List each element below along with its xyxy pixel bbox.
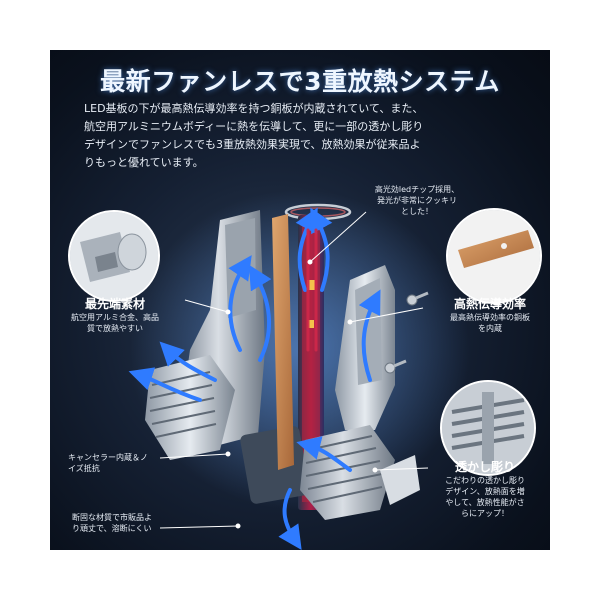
heat-flow-lines (306, 228, 318, 352)
copper-heat-plate (272, 214, 294, 470)
dark-panel: 最新ファンレスで3重放熱システム LED基板の下が最高熱伝導効率を持つ銅板が内蔵… (50, 50, 550, 550)
callout-heading: 高熱伝導効率 (453, 297, 526, 311)
illustration-layer (128, 190, 470, 550)
canceler-callout: キャンセラー内蔵＆ノ イズ抵抗 (68, 452, 168, 474)
callout-line: やして、放熱性能がさ (445, 498, 525, 507)
description-line: 航空用アルミニウムボディーに熱を伝導して、更に一部の透かし彫り (84, 120, 424, 133)
page-title: 最新ファンレスで3重放熱システム (100, 67, 500, 96)
callout-line: 発光が非常にクッキリ (377, 196, 457, 205)
callout-line: キャンセラー内蔵＆ノ (68, 453, 148, 462)
callout-line: り頑丈で、溶断にくい (72, 524, 152, 533)
callout-line: を内蔵 (478, 324, 502, 333)
callout-line: 質で放熱やすい (87, 324, 143, 333)
copper-callout: 高熱伝導効率 最高熱伝導効率の銅板 を内蔵 (435, 295, 545, 334)
leader-lines (159, 211, 429, 529)
body-callout: 断固な材質で市販品よ り頑丈で、溶断にくい (72, 512, 172, 534)
screw-icon (384, 359, 407, 374)
description-line: デザインでファンレスでも3重放熱効果実現で、放熱効果が従来品よ (84, 138, 421, 151)
chip-callout: 高光効ledチップ採用、 発光が非常にクッキリ とした！ (362, 184, 472, 217)
callout-line: とした！ (401, 207, 433, 216)
callout-heading: 最先端素材 (84, 297, 145, 311)
callout-line: 最高熱伝導効率の銅板 (450, 313, 530, 322)
hollow-inset (440, 380, 536, 476)
callout-line: こだわりの透かし彫り (445, 476, 525, 485)
hollow-callout: 透かし彫り こだわりの透かし彫り デザイン、放熱面を増 やして、放熱性能がさ ら… (428, 458, 542, 519)
callout-line: 航空用アルミ合金、高品 (71, 313, 159, 322)
callout-line: 断固な材質で市販品よ (72, 513, 152, 522)
description-line: りもっと優れています。 (84, 156, 204, 169)
callout-line: らにアップ！ (461, 509, 509, 518)
callout-line: デザイン、放熱面を増 (445, 487, 525, 496)
callout-line: 高光効ledチップ採用、 (374, 185, 460, 194)
screw-icon (406, 291, 429, 306)
material-callout: 最先端素材 航空用アルミ合金、高品 質で放熱やすい (60, 295, 170, 334)
copper-inset (446, 208, 542, 304)
cooling-arrows (128, 207, 381, 550)
callout-line: イズ抵抗 (68, 464, 100, 473)
description-line: LED基板の下が最高熱伝導効率を持つ銅板が内蔵されていて、また、 (84, 102, 424, 115)
material-inset (68, 210, 160, 302)
callout-heading: 透かし彫り (454, 460, 515, 474)
